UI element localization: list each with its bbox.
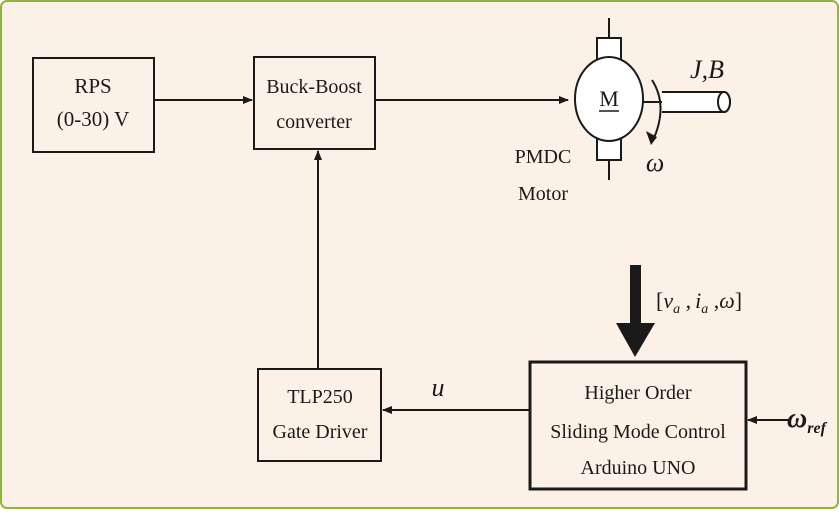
feedback-arrow	[616, 265, 655, 357]
rps-block: RPS (0-30) V	[32, 57, 155, 153]
rps-range-label: (0-30) V	[57, 107, 130, 131]
control-signal-label: u	[432, 373, 445, 402]
motor-armature-circle	[574, 56, 644, 142]
reference-signal-label: ωref	[787, 403, 828, 437]
controller-label-1: Higher Order	[584, 382, 692, 404]
converter-label-1: Buck-Boost	[266, 76, 362, 98]
controller-label-2: Sliding Mode Control	[550, 421, 726, 443]
rps-label: RPS	[74, 74, 111, 98]
motor-label-2: Motor	[518, 183, 568, 205]
rotation-arrow	[651, 79, 662, 139]
motor-label-1: PMDC	[515, 146, 572, 168]
converter-label-2: converter	[276, 111, 352, 133]
load-label: J,B	[690, 55, 724, 84]
speed-label: ω	[646, 148, 664, 177]
controller-label-3: Arduino UNO	[581, 457, 696, 479]
motor-symbol-label: M	[599, 86, 619, 111]
controller-block: Higher Order Sliding Mode Control Arduin…	[528, 360, 748, 491]
driver-label-1: TLP250	[287, 386, 353, 408]
driver-label-2: Gate Driver	[273, 421, 368, 443]
gate-driver-block: TLP250 Gate Driver	[257, 368, 382, 462]
pmdc-motor-symbol: M	[574, 18, 731, 180]
converter-block: Buck-Boost converter	[253, 56, 376, 150]
feedback-signal-label: [va ,ia ,ω]	[656, 288, 742, 317]
